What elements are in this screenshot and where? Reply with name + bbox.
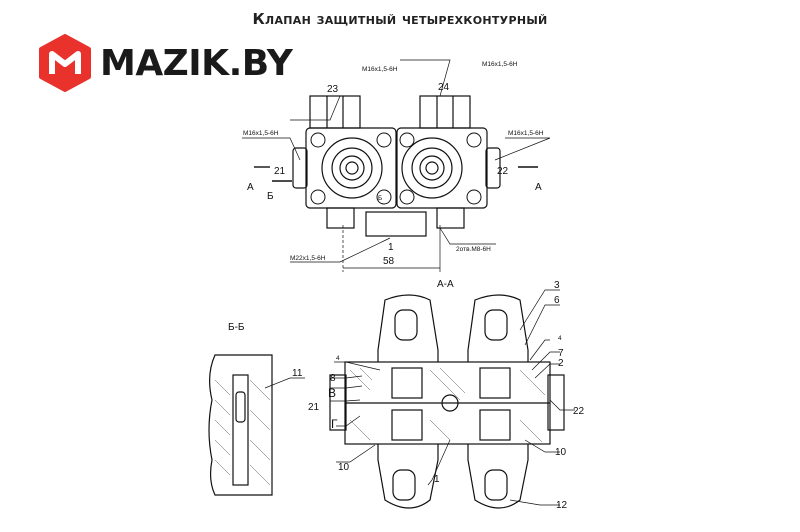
callout-10-right: 10	[555, 447, 567, 458]
callout-11: 11	[292, 368, 303, 379]
logo[interactable]: MAZIK.BY	[38, 34, 293, 92]
callout-2: 2	[558, 358, 564, 369]
port-24-label: 24	[438, 82, 450, 93]
callout-g: Г	[331, 417, 338, 431]
callout-12: 12	[556, 500, 568, 511]
thread-21-label: M16x1,5-6H	[243, 130, 279, 137]
callout-7: 7	[558, 348, 564, 359]
thread-24-label: M16x1,5-6H	[482, 61, 518, 68]
logo-icon	[39, 34, 91, 92]
section-a-left: А	[247, 182, 254, 193]
port-23-label: 23	[327, 84, 339, 95]
callout-6: 6	[554, 295, 560, 306]
port-22-label: 22	[497, 166, 509, 177]
thread-1-label: M22x1,5-6H	[290, 255, 326, 262]
section-a-right: А	[535, 182, 542, 193]
thread-22-label: M16x1,5-6H	[508, 130, 544, 137]
holes-label: 2отв.M8-6H	[456, 246, 491, 253]
section-aa-label: А-А	[437, 279, 454, 290]
callout-22: 22	[573, 406, 585, 417]
callout-4-right: 4	[558, 335, 562, 342]
dimension-58: 58	[383, 256, 395, 267]
section-b-left: Б	[267, 191, 274, 202]
section-b-mark: Б	[378, 195, 382, 202]
section-bb-view: Б-Б 11	[208, 322, 305, 496]
top-view: M16x1,5-6H M16x1,5-6H M16x1,5-6H M16x1,5…	[242, 59, 551, 272]
callout-8: 8	[330, 373, 336, 384]
logo-text: MAZIK.BY	[100, 42, 293, 84]
page-title: Клапан защитный четырехконтурный	[252, 10, 548, 28]
callout-4-left: 4	[336, 355, 340, 362]
callout-v: В	[328, 386, 336, 400]
section-aa-view: А-А 3 6 4 7 2 22 10 12 1 10 Г 21 В 8 4	[308, 279, 585, 511]
callout-10-left: 10	[338, 462, 350, 473]
callout-1: 1	[434, 474, 440, 485]
port-21-label: 21	[274, 166, 286, 177]
section-bb-label: Б-Б	[228, 322, 245, 333]
callout-21: 21	[308, 402, 320, 413]
callout-3: 3	[554, 280, 560, 291]
thread-23-label: M16x1,5-6H	[362, 66, 398, 73]
port-1-label: 1	[388, 242, 394, 253]
